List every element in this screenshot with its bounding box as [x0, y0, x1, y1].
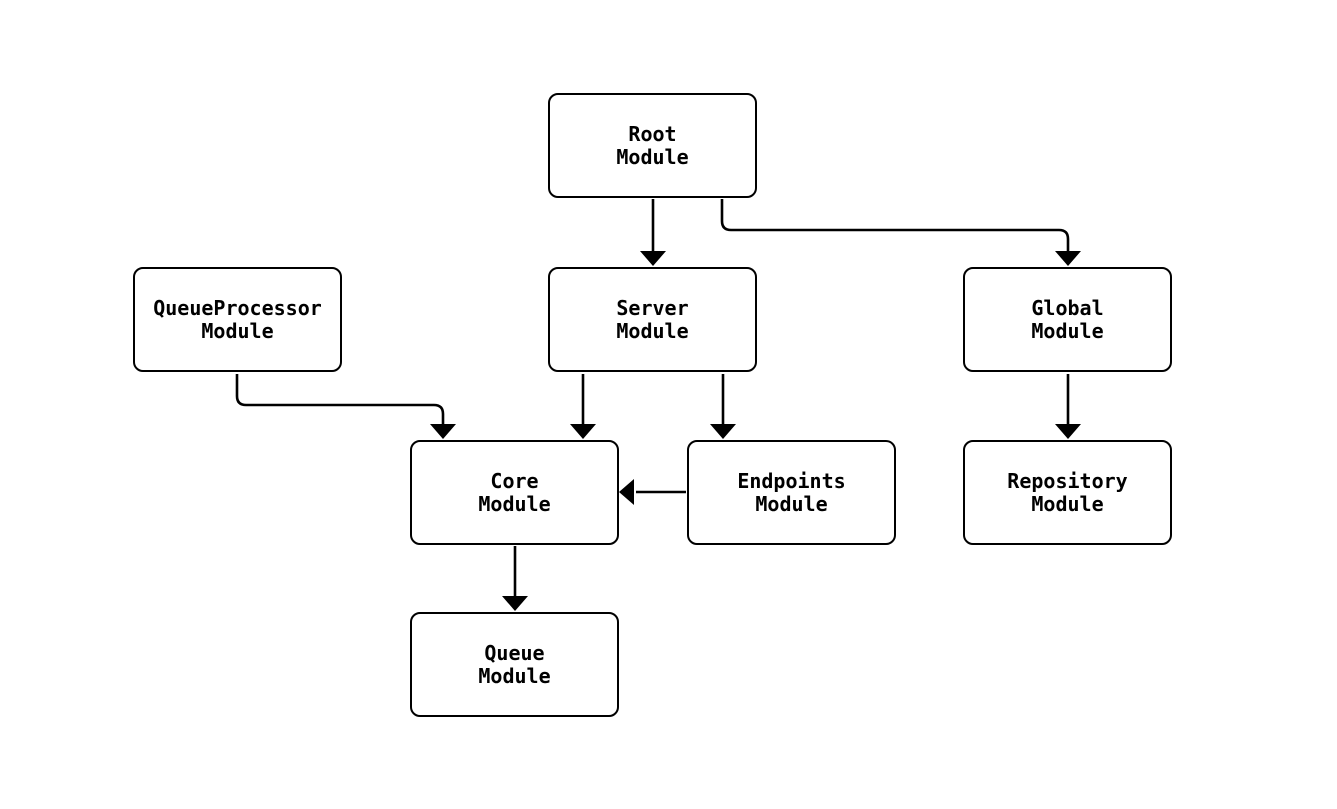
- edge-global-to-repository: [1055, 374, 1081, 439]
- edge-endpoints-to-core: [619, 479, 686, 505]
- node-queue-module: Queue Module: [410, 612, 619, 717]
- node-queueprocessor-module: QueueProcessor Module: [133, 267, 342, 372]
- node-server-module: Server Module: [548, 267, 757, 372]
- node-core-module: Core Module: [410, 440, 619, 545]
- edge-server-to-endpoints: [710, 374, 736, 439]
- node-repository-module: Repository Module: [963, 440, 1172, 545]
- node-queue-module-label: Queue Module: [478, 640, 551, 688]
- node-root-module: Root Module: [548, 93, 757, 198]
- node-endpoints-module: Endpoints Module: [687, 440, 896, 545]
- edge-server-to-core: [570, 374, 596, 439]
- edge-queueprocessor-to-core: [235, 374, 456, 439]
- node-global-module-label: Global Module: [1031, 295, 1104, 343]
- node-queueprocessor-module-label: QueueProcessor Module: [153, 295, 322, 343]
- node-root-module-label: Root Module: [616, 121, 689, 169]
- edge-root-to-server: [640, 199, 666, 266]
- edge-root-to-global: [720, 199, 1081, 266]
- node-repository-module-label: Repository Module: [1007, 468, 1128, 516]
- node-server-module-label: Server Module: [616, 295, 689, 343]
- node-endpoints-module-label: Endpoints Module: [737, 468, 846, 516]
- edge-core-to-queue: [502, 546, 528, 611]
- node-global-module: Global Module: [963, 267, 1172, 372]
- node-core-module-label: Core Module: [478, 468, 551, 516]
